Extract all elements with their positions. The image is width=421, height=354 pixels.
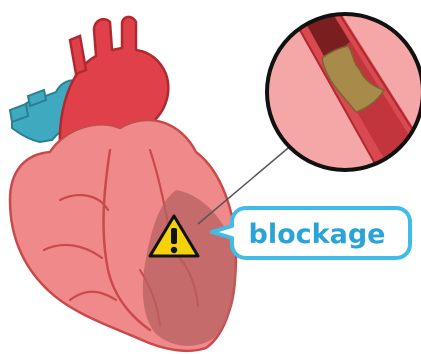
- callout-label: blockage: [249, 219, 386, 250]
- artery-cross-section-icon: [267, 0, 421, 194]
- blockage-callout: blockage: [212, 208, 410, 258]
